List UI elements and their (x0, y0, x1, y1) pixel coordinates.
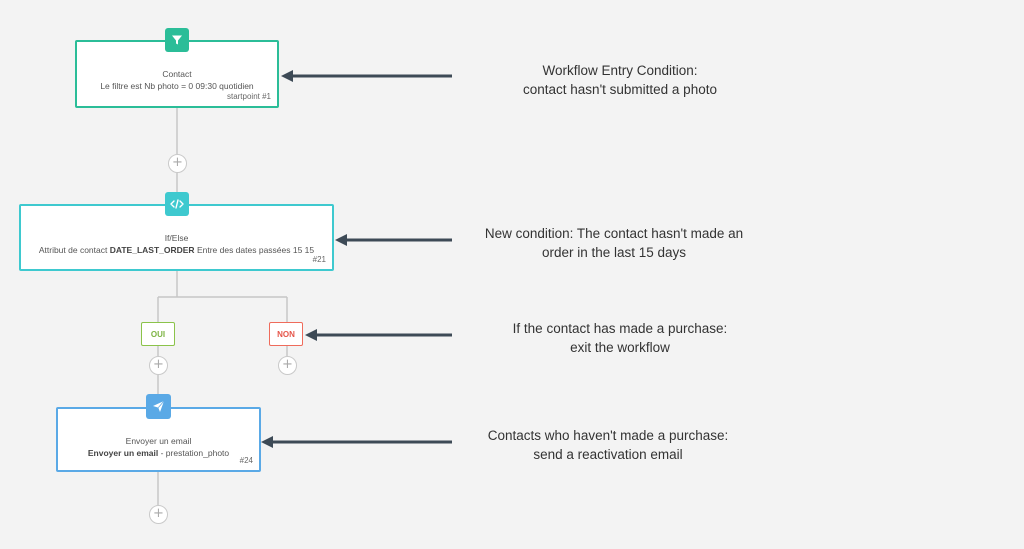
annotation-reactivation-email: Contacts who haven't made a purchase: se… (487, 428, 729, 462)
node-description: Attribut de contact DATE_LAST_ORDER Entr… (38, 245, 315, 255)
add-step-button[interactable]: + (168, 154, 187, 173)
branch-oui-button[interactable]: OUI (141, 322, 175, 346)
annotation-arrows (261, 70, 452, 448)
node-title: Contact (162, 69, 192, 79)
annotation-new-condition: New condition: The contact hasn't made a… (484, 226, 744, 260)
add-step-non-button[interactable]: + (278, 356, 297, 375)
node-title: Envoyer un email (125, 436, 192, 446)
node-id: startpoint #1 (226, 92, 271, 101)
filter-icon (165, 28, 189, 52)
node-id: #24 (239, 456, 253, 465)
paper-plane-icon (146, 394, 171, 419)
add-step-button[interactable]: + (149, 505, 168, 524)
node-title: If/Else (164, 233, 189, 243)
node-id: #21 (312, 255, 326, 264)
node-description: Envoyer un email - prestation_photo (87, 448, 230, 458)
annotation-entry-condition: Workflow Entry Condition: contact hasn't… (523, 63, 717, 97)
add-step-oui-button[interactable]: + (149, 356, 168, 375)
annotation-purchase-exit: If the contact has made a purchase: exit… (512, 321, 728, 355)
code-icon (165, 192, 189, 216)
branch-non-button[interactable]: NON (269, 322, 303, 346)
node-description: Le filtre est Nb photo = 0 09:30 quotidi… (100, 81, 254, 91)
